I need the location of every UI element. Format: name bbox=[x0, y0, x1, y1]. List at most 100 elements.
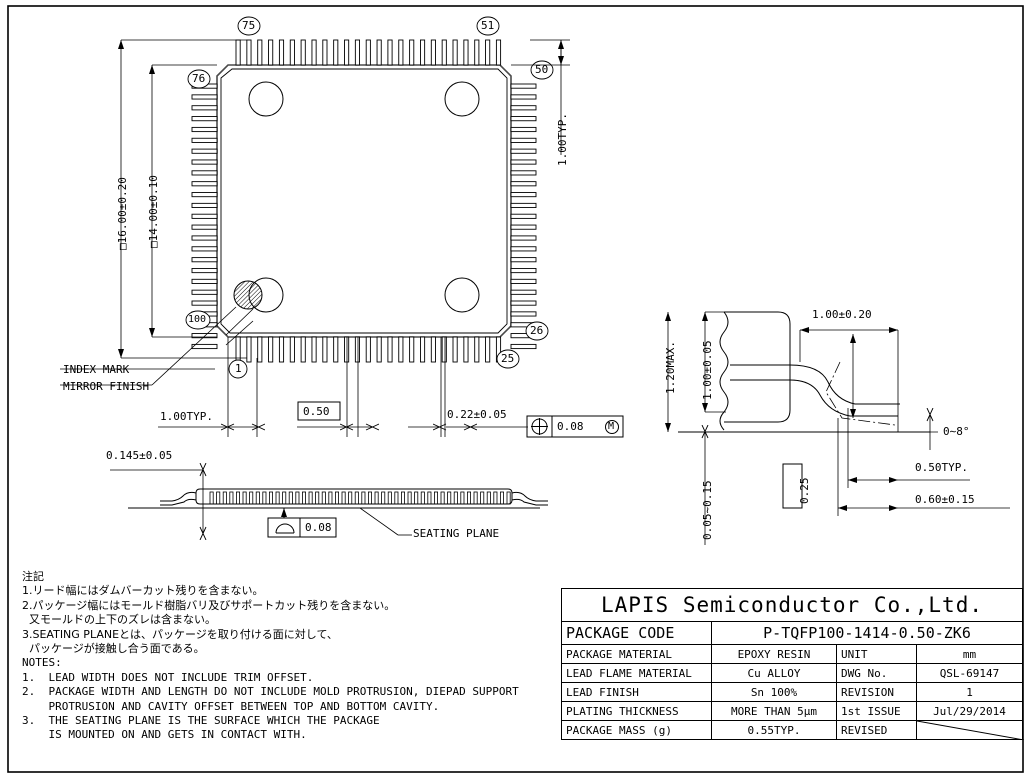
lead bbox=[510, 192, 537, 198]
note-line: 3. THE SEATING PLANE IS THE SURFACE WHIC… bbox=[22, 714, 380, 728]
lead bbox=[365, 336, 371, 363]
lead bbox=[191, 94, 218, 100]
lead bbox=[463, 39, 469, 66]
row-label: LEAD FINISH bbox=[561, 682, 712, 702]
lead bbox=[249, 491, 254, 505]
package-code-value: P-TQFP100-1414-0.50-ZK6 bbox=[711, 621, 1023, 645]
lead bbox=[394, 491, 399, 505]
lead bbox=[367, 491, 372, 505]
lead bbox=[495, 39, 502, 66]
lead bbox=[348, 491, 353, 505]
plan-view bbox=[191, 39, 537, 363]
lead bbox=[466, 491, 471, 505]
lead bbox=[387, 39, 393, 66]
lead bbox=[282, 491, 287, 505]
row-value: MORE THAN 5μm bbox=[711, 701, 837, 721]
lead bbox=[191, 202, 218, 209]
dim-label-lead-length-bottom: 1.00TYP. bbox=[160, 410, 213, 423]
pin-callout-51: 51 bbox=[481, 19, 495, 32]
lead bbox=[510, 268, 537, 274]
lead bbox=[376, 336, 382, 363]
lead bbox=[191, 192, 218, 198]
note-line: 1. LEAD WIDTH DOES NOT INCLUDE TRIM OFFS… bbox=[22, 670, 314, 684]
lead bbox=[300, 336, 306, 363]
dim-label-lead-thickness: 0.25 bbox=[798, 477, 811, 505]
dim-label-body-thickness: 1.00±0.05 bbox=[701, 340, 714, 400]
lead bbox=[430, 39, 436, 66]
lead bbox=[510, 300, 537, 306]
lead bbox=[387, 336, 393, 363]
label-index-mark: INDEX MARK bbox=[63, 363, 130, 376]
lead bbox=[474, 39, 480, 66]
lead bbox=[480, 491, 485, 505]
lead bbox=[493, 491, 498, 505]
lead bbox=[268, 491, 273, 505]
lead bbox=[510, 257, 537, 263]
lead bbox=[463, 336, 469, 363]
dim-label-lead-foot: 0.50TYP. bbox=[915, 461, 968, 474]
lead bbox=[278, 336, 285, 363]
lead bbox=[191, 116, 218, 122]
notes-en-list: 1. LEAD WIDTH DOES NOT INCLUDE TRIM OFFS… bbox=[22, 671, 552, 743]
lead bbox=[191, 289, 218, 295]
lead bbox=[257, 336, 263, 363]
label-mirror-finish: MIRROR FINISH bbox=[63, 380, 150, 393]
dim-label-pitch: 0.50 bbox=[303, 405, 330, 418]
lead bbox=[510, 246, 537, 252]
pin-callout-76: 76 bbox=[192, 72, 206, 85]
dim-lead-angle bbox=[898, 415, 938, 450]
row-value-2: 1 bbox=[916, 682, 1023, 702]
lead bbox=[430, 336, 436, 363]
lead bbox=[301, 491, 306, 505]
title-block: LAPIS Semiconductor Co.,Ltd. PACKAGE COD… bbox=[561, 588, 1024, 740]
lead bbox=[311, 39, 317, 66]
lead bbox=[400, 491, 405, 505]
lead bbox=[262, 491, 267, 505]
row-value-2: Jul/29/2014 bbox=[916, 701, 1023, 721]
lead bbox=[407, 491, 412, 505]
lead bbox=[328, 491, 333, 505]
lead bbox=[381, 491, 386, 505]
row-value-2 bbox=[916, 720, 1024, 740]
lead bbox=[485, 336, 491, 363]
note-line: パッケージが接触し合う面である。 bbox=[22, 642, 205, 656]
row-value: Cu ALLOY bbox=[711, 663, 837, 683]
dim-label-lead-width: 0.22±0.05 bbox=[447, 408, 507, 421]
lead bbox=[191, 257, 218, 263]
lead bbox=[315, 491, 320, 505]
lead bbox=[354, 39, 361, 66]
lead bbox=[268, 336, 274, 363]
lead bbox=[510, 235, 537, 241]
lead bbox=[334, 491, 339, 505]
lead bbox=[376, 39, 382, 66]
lead bbox=[191, 246, 218, 252]
dim-body-outer bbox=[118, 39, 247, 359]
row-value-2: mm bbox=[916, 644, 1023, 664]
gdt-position-modifier: M bbox=[608, 421, 615, 432]
dim-body-inner bbox=[149, 64, 217, 338]
note-line: 3.SEATING PLANEとは、パッケージを取り付ける面に対して、 bbox=[22, 627, 338, 641]
lead bbox=[275, 491, 280, 505]
lead bbox=[191, 213, 218, 219]
lead bbox=[433, 491, 438, 505]
lead bbox=[209, 491, 214, 505]
lead bbox=[288, 491, 293, 505]
lead bbox=[510, 105, 537, 111]
lead bbox=[289, 336, 295, 363]
lead bbox=[191, 105, 218, 111]
lead bbox=[191, 181, 218, 187]
lead bbox=[344, 39, 350, 66]
gdt-profile-value: 0.08 bbox=[305, 521, 332, 534]
dim-label-standoff-range: 0.05∼0.15 bbox=[701, 480, 714, 540]
lead bbox=[510, 159, 537, 165]
lead bbox=[311, 336, 317, 363]
pin-callout-1: 1 bbox=[235, 362, 242, 375]
row-value: Sn 100% bbox=[711, 682, 837, 702]
lead bbox=[510, 126, 537, 133]
lead bbox=[420, 39, 426, 66]
gdt-position-value: 0.08 bbox=[557, 420, 584, 433]
lead bbox=[409, 39, 415, 66]
dim-label-lead-foot-total: 0.60±0.15 bbox=[915, 493, 975, 506]
row-label-2: 1st ISSUE bbox=[836, 701, 917, 721]
